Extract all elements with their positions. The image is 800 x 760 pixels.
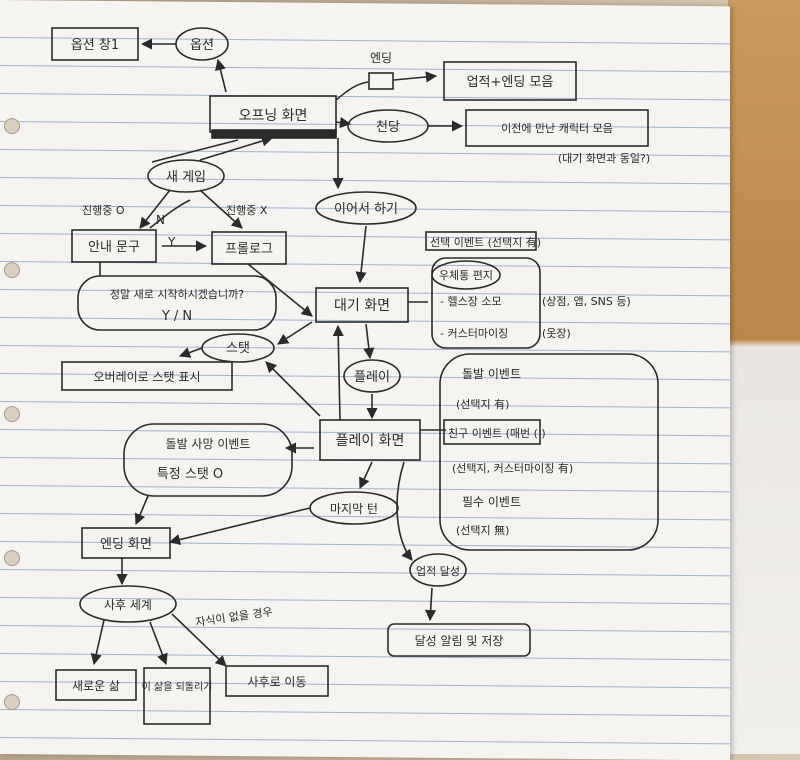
in-progress-x-label: 진행중 X xyxy=(226,204,268,217)
stats-label: 스탯 xyxy=(226,341,250,356)
opening-screen-label: 오프닝 화면 xyxy=(239,108,308,124)
option-set-box xyxy=(51,27,139,61)
sudden-event-note-label: (선택지 有) xyxy=(456,397,509,411)
end-life-label: 사후로 이동 xyxy=(247,675,306,689)
select-event-group xyxy=(431,257,541,349)
heaven-desc-box xyxy=(465,109,649,147)
friend-event-label: 친구 이벤트 (매번 ( ) xyxy=(448,427,546,440)
mailbox-oval xyxy=(431,260,501,290)
yn-label: Y / N xyxy=(161,309,192,324)
stat-display-box xyxy=(61,361,233,391)
continue-oval xyxy=(315,191,417,225)
this-life-label: 이 삶을 되돌리기 xyxy=(142,681,213,693)
reborn-label: 새로운 삶 xyxy=(72,679,120,693)
opening-shadow xyxy=(211,129,337,139)
achievements-endings-box xyxy=(443,61,577,101)
stat-display-label: 오버레이로 스탯 표시 xyxy=(94,370,201,384)
sudden-event-label: 돌발 이벤트 xyxy=(462,367,521,381)
select-event-label: 선택 이벤트 (선택지 有) xyxy=(430,235,541,249)
item1-label: 우체통 편지 xyxy=(439,269,493,282)
heaven-label: 천당 xyxy=(376,120,400,135)
ending-screen-box xyxy=(81,527,171,559)
friend-event-box xyxy=(443,419,541,445)
yes-label: Y xyxy=(167,235,176,249)
item3-label: - 커스터마이징 xyxy=(440,327,508,340)
special-stat-label: 특정 스탯 O xyxy=(157,467,223,482)
required-event-note-label: (선택지 無) xyxy=(456,523,509,537)
prologue-label: 프롤로그 xyxy=(225,242,273,257)
play-screen-box xyxy=(319,419,421,461)
confirm-box xyxy=(77,275,277,331)
achievements-endings-label: 업적+엔딩 모음 xyxy=(467,75,554,90)
required-event-label: 필수 이벤트 xyxy=(462,495,521,509)
guide-box xyxy=(71,229,157,263)
friend-event-note-label: (선택지, 커스터마이징 有) xyxy=(452,461,573,475)
end-life-box xyxy=(225,665,329,697)
in-progress-o-label: 진행중 O xyxy=(82,204,125,217)
achievement-result-label: 달성 알림 및 저장 xyxy=(415,634,504,648)
event-group xyxy=(439,353,659,551)
if-committed-label: 자식이 없을 경우 xyxy=(195,605,274,629)
heaven-note-label: (대기 화면과 동일?) xyxy=(558,151,650,165)
after-life-label: 사후 세계 xyxy=(104,598,152,612)
item2-label: - 헬스장 소모 xyxy=(440,295,502,308)
play-oval xyxy=(343,359,401,393)
option-set-label: 옵션 창1 xyxy=(71,38,119,53)
select-event-box xyxy=(425,231,537,251)
this-life-box xyxy=(143,667,211,725)
ending-small-box xyxy=(368,72,394,90)
item3-note-label: (옷장) xyxy=(542,327,571,340)
heaven-desc-label: 이전에 만난 캐릭터 모음 xyxy=(501,122,613,135)
waiting-screen-label: 대기 화면 xyxy=(334,298,390,314)
item2-note-label: (상점, 앱, SNS 등) xyxy=(542,295,631,308)
play-label: 플레이 xyxy=(354,370,390,385)
new-game-label: 새 게임 xyxy=(166,170,206,185)
desk-background xyxy=(728,0,800,754)
confirm-label: 정말 새로 시작하시겠습니까? xyxy=(110,287,244,301)
guide-label: 안내 문구 xyxy=(88,240,140,255)
last-turn-label: 마지막 턴 xyxy=(330,502,378,516)
sudden-death-label: 돌발 사망 이벤트 xyxy=(166,437,251,451)
option-label: 옵션 xyxy=(190,38,214,53)
no-label: N xyxy=(156,213,165,227)
after-life-oval xyxy=(79,585,177,623)
reborn-box xyxy=(55,669,137,701)
continue-label: 이어서 하기 xyxy=(334,202,398,217)
achievement-oval xyxy=(409,553,467,587)
achievement-result-box xyxy=(387,623,531,657)
sudden-death-group xyxy=(123,423,293,497)
new-game-oval xyxy=(147,159,225,193)
ending-label: 엔딩 xyxy=(370,51,392,65)
waiting-screen-box xyxy=(315,287,409,323)
ending-screen-label: 엔딩 화면 xyxy=(100,537,152,552)
play-screen-label: 플레이 화면 xyxy=(336,433,405,449)
achievement-unlock-label: 업적 달성 xyxy=(416,565,460,578)
